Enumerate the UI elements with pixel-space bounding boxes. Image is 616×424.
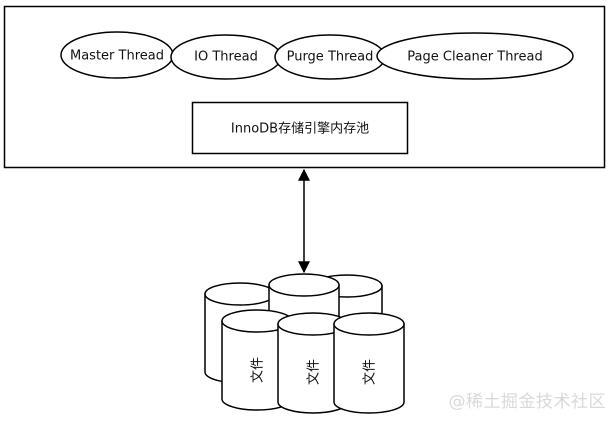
thread-io-label: IO Thread [194,50,258,65]
buffer-pool-label: InnoDB存储引擎内存池 [231,121,369,137]
buffer-pool: InnoDB存储引擎内存池 [191,101,409,155]
thread-purge-label: Purge Thread [287,50,374,65]
file-cylinder-3: 文件 [333,312,405,414]
file-cylinder-1: 文件 [221,309,293,411]
file-label-3: 文件 [363,359,378,385]
file-label-1: 文件 [251,357,266,383]
thread-page-cleaner-label: Page Cleaner Thread [407,50,542,65]
thread-io: IO Thread [170,34,282,80]
thread-master: Master Thread [60,31,174,79]
watermark: @稀土掘金技术社区 [448,392,606,412]
thread-master-label: Master Thread [70,49,164,64]
file-label-2: 文件 [307,359,322,385]
thread-page-cleaner: Page Cleaner Thread [376,32,574,80]
thread-purge: Purge Thread [274,34,386,80]
file-cylinder-2: 文件 [277,312,349,414]
